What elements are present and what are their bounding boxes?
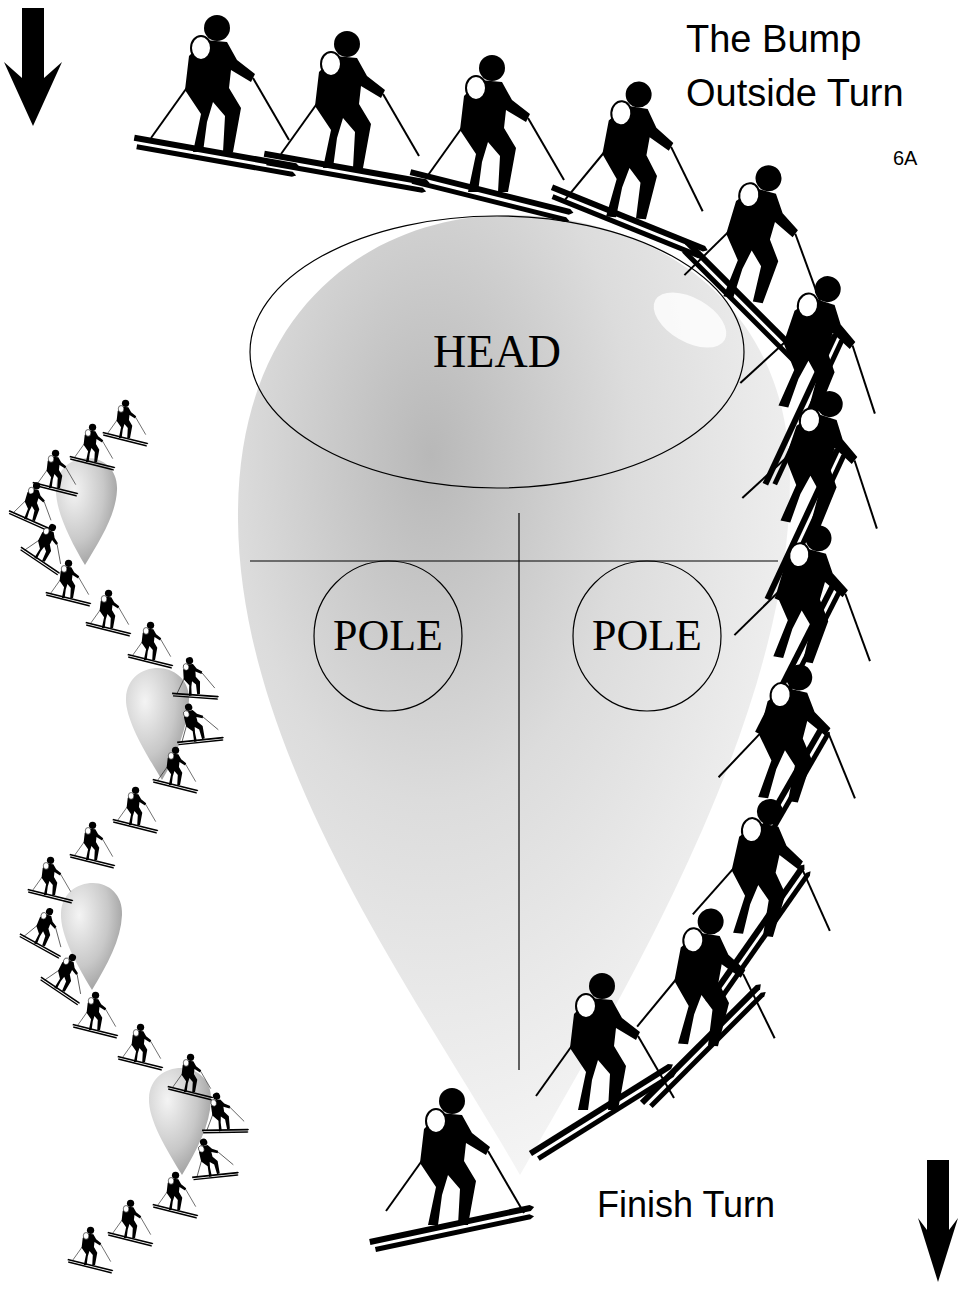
- skier: [132, 15, 903, 1253]
- zone-label: HEAD: [433, 329, 561, 375]
- figure-number: 6A: [893, 146, 917, 170]
- step-label: Finish Turn: [597, 1183, 775, 1226]
- zone-label: POLE: [592, 614, 702, 658]
- pole-circle: POLE: [313, 560, 463, 712]
- node-text-group: POLE: [592, 614, 702, 658]
- direction-arrow: [918, 1160, 958, 1282]
- direction-arrow: [4, 8, 62, 126]
- small-skier: [6, 400, 250, 1274]
- bump: [238, 215, 790, 1175]
- pole-circle: POLE: [572, 560, 722, 712]
- head-zone: HEAD: [249, 215, 745, 489]
- node-text-group: POLE: [333, 614, 443, 658]
- node-text-group: HEAD: [433, 329, 561, 375]
- zone-label: POLE: [333, 614, 443, 658]
- guide-line: [250, 560, 778, 561]
- diagram-title: The Bump Outside Turn: [686, 12, 951, 120]
- guide-line: [518, 513, 519, 1070]
